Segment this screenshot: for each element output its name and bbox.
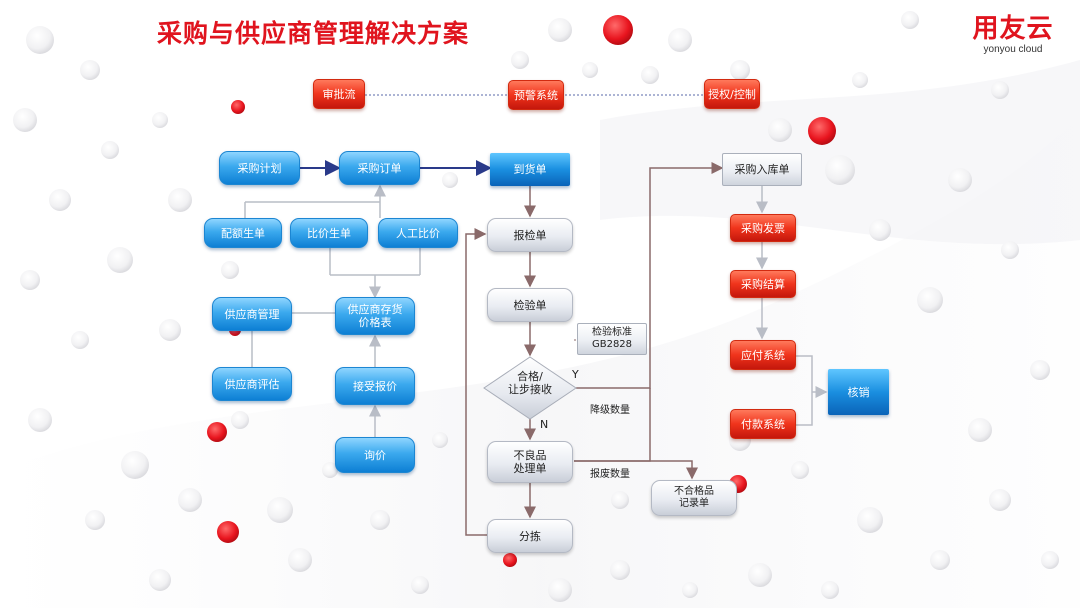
node-warning-system: 预警系统 xyxy=(508,80,564,110)
brand-logo: 用友云 yonyou cloud xyxy=(958,14,1068,56)
node-accept-quote: 接受报价 xyxy=(335,367,415,405)
node-purchase-order: 采购订单 xyxy=(339,151,420,185)
logo-text: 用友云 xyxy=(972,14,1054,44)
node-inspection-sheet: 检验单 xyxy=(487,288,573,322)
logo-subtext: yonyou cloud xyxy=(983,44,1043,55)
node-supplier-management: 供应商管理 xyxy=(212,297,292,331)
page-title: 采购与供应商管理解决方案 xyxy=(157,19,470,48)
node-purchase-invoice: 采购发票 xyxy=(730,214,796,242)
node-supplier-price-list: 供应商存货 价格表 xyxy=(335,297,415,335)
node-purchase-plan: 采购计划 xyxy=(219,151,300,185)
node-payment-system: 付款系统 xyxy=(730,409,796,439)
node-inspection-report: 报检单 xyxy=(487,218,573,252)
node-sorting: 分拣 xyxy=(487,519,573,553)
label-yes: Y xyxy=(572,368,579,381)
node-approval-flow: 审批流 xyxy=(313,79,365,109)
node-arrival-note: 到货单 xyxy=(490,153,570,186)
node-payable-system: 应付系统 xyxy=(730,340,796,370)
node-nonconforming-record: 不合格品 记录单 xyxy=(651,480,737,516)
node-purchase-settlement: 采购结算 xyxy=(730,270,796,298)
node-quota-generate: 配额生单 xyxy=(204,218,282,248)
node-warehouse-receipt: 采购入库单 xyxy=(722,153,802,186)
node-inquiry: 询价 xyxy=(335,437,415,473)
node-authorize-control: 授权/控制 xyxy=(704,79,760,109)
node-write-off: 核销 xyxy=(828,369,889,415)
node-manual-compare: 人工比价 xyxy=(378,218,458,248)
label-no: N xyxy=(540,418,549,431)
node-supplier-evaluation: 供应商评估 xyxy=(212,367,292,401)
decision-diamond xyxy=(483,356,577,420)
node-inspection-standard: 检验标准 GB2828 xyxy=(577,323,647,355)
node-defect-handling: 不良品 处理单 xyxy=(487,441,573,483)
label-scrap-qty: 报废数量 xyxy=(590,469,630,480)
label-downgrade-qty: 降级数量 xyxy=(590,405,630,416)
node-compare-generate: 比价生单 xyxy=(290,218,368,248)
decision-text: 合格/ 让步接收 xyxy=(508,370,552,396)
